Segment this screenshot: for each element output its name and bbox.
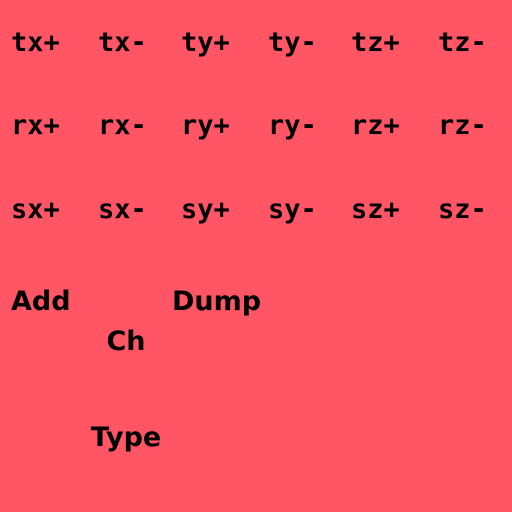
rz-minus-button[interactable]: rz- bbox=[438, 110, 487, 141]
sy-minus-button[interactable]: sy- bbox=[268, 194, 317, 225]
scale-row: sx+ sx- sy+ sy- sz+ sz- bbox=[0, 190, 512, 230]
ty-plus-button[interactable]: ty+ bbox=[181, 27, 230, 58]
ry-minus-button[interactable]: ry- bbox=[268, 110, 317, 141]
add-button[interactable]: Add bbox=[11, 286, 71, 317]
tx-plus-button[interactable]: tx+ bbox=[11, 27, 60, 58]
rz-plus-button[interactable]: rz+ bbox=[351, 110, 400, 141]
sz-plus-button[interactable]: sz+ bbox=[351, 194, 400, 225]
sx-minus-button[interactable]: sx- bbox=[98, 194, 147, 225]
ty-minus-button[interactable]: ty- bbox=[268, 27, 317, 58]
sz-minus-button[interactable]: sz- bbox=[438, 194, 487, 225]
dump-button[interactable]: Dump bbox=[172, 286, 262, 317]
sy-plus-button[interactable]: sy+ bbox=[181, 194, 230, 225]
rx-minus-button[interactable]: rx- bbox=[98, 110, 147, 141]
tx-minus-button[interactable]: tx- bbox=[98, 27, 147, 58]
ry-plus-button[interactable]: ry+ bbox=[181, 110, 230, 141]
change-type-label-line2: Type bbox=[90, 422, 162, 453]
sx-plus-button[interactable]: sx+ bbox=[11, 194, 60, 225]
tz-plus-button[interactable]: tz+ bbox=[351, 27, 400, 58]
rotate-row: rx+ rx- ry+ ry- rz+ rz- bbox=[0, 106, 512, 146]
translate-row: tx+ tx- ty+ ty- tz+ tz- bbox=[0, 23, 512, 63]
tz-minus-button[interactable]: tz- bbox=[438, 27, 487, 58]
change-type-button[interactable]: Ch Type bbox=[86, 262, 166, 486]
rx-plus-button[interactable]: rx+ bbox=[11, 110, 60, 141]
change-type-label-line1: Ch bbox=[106, 326, 146, 357]
